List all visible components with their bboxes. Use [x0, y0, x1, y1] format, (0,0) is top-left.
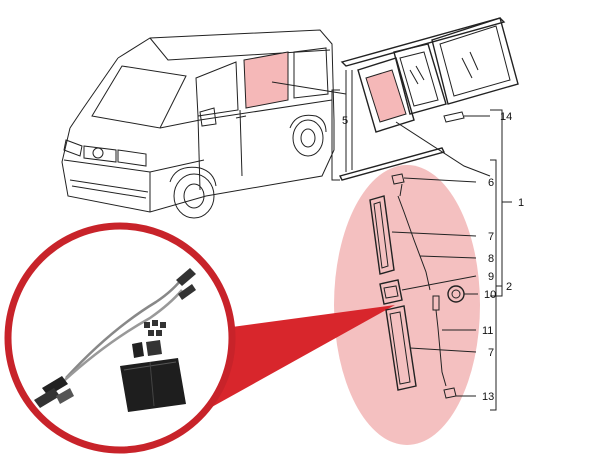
- callout-8: 8: [488, 253, 494, 265]
- callout-1: 1: [518, 197, 524, 209]
- slider-parts: [369, 173, 478, 399]
- callout-7-lower: 7: [488, 347, 494, 359]
- callout-2: 2: [506, 281, 512, 293]
- van-illustration: [61, 29, 347, 219]
- callout-11: 11: [482, 325, 493, 337]
- highlight-ellipse: [334, 165, 480, 445]
- callout-10: 10: [484, 289, 496, 301]
- callout-14: 14: [500, 111, 512, 123]
- grouping-brackets: [331, 89, 512, 411]
- callout-9: 9: [488, 271, 494, 283]
- callout-7-upper: 7: [488, 231, 494, 243]
- zoom-wedge: [210, 305, 395, 408]
- window-panels: [338, 17, 519, 181]
- callout-13: 13: [482, 391, 494, 403]
- callout-5: 5: [342, 115, 348, 127]
- zoom-detail: [4, 222, 236, 454]
- callout-6: 6: [488, 177, 494, 189]
